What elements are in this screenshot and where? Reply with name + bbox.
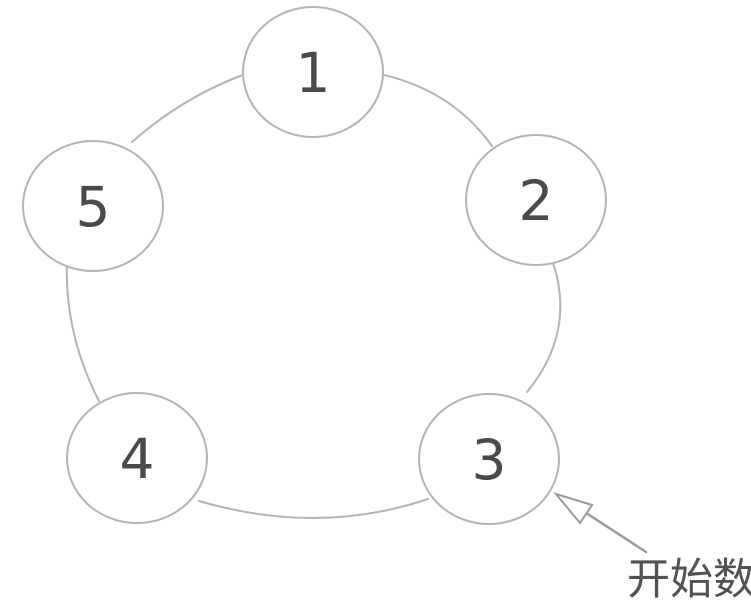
node-3-label: 3 [472,428,507,492]
node-2-label: 2 [519,169,554,233]
ring-arc-3-4 [198,498,429,519]
node-5-label: 5 [76,175,111,239]
node-2-circle [465,134,607,266]
node-5: 5 [22,140,164,272]
node-4: 4 [66,392,208,524]
node-1: 1 [242,6,384,138]
node-3-circle [418,393,560,525]
ring-arc-4-5 [65,259,100,402]
ring [65,72,562,519]
ring-arc-1-2 [379,73,493,147]
node-4-label: 4 [120,427,155,491]
arrow-head-icon [553,492,594,525]
node-4-circle [66,392,208,524]
node-1-circle [242,6,384,138]
start-label: 开始数 [627,555,751,603]
node-2: 2 [465,134,607,266]
node-1-label: 1 [296,41,331,105]
ring-arc-5-1 [131,72,249,143]
start-annotation: 开始数 [553,492,751,603]
node-3: 3 [418,393,560,525]
node-5-circle [22,140,164,272]
ring-arc-2-3 [526,256,562,393]
